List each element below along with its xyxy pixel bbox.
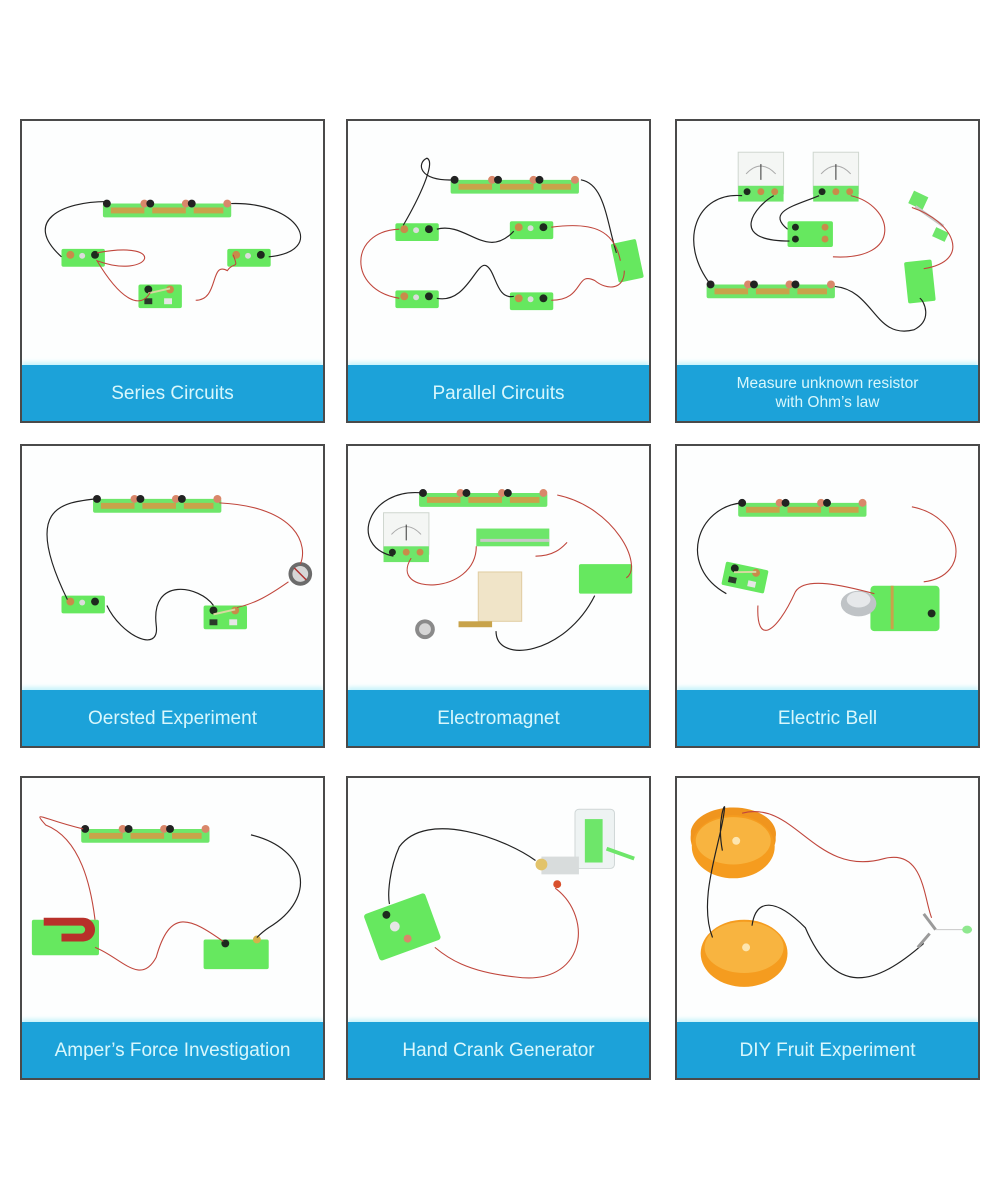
caption-bar: Series Circuits [22,365,323,421]
experiment-card-hand-crank-generator: Hand Crank Generator [346,776,651,1080]
experiment-title-line-1: Measure unknown resistor [736,375,919,392]
experiment-title: Electric Bell [777,707,878,729]
series-circuit-photo [22,121,323,367]
fruit-battery-photo [677,778,978,1024]
caption-bar: DIY Fruit Experiment [677,1022,978,1078]
orange-half-top [690,807,776,879]
caption-bar: Parallel Circuits [348,365,649,421]
experiment-title: Electromagnet [437,707,560,729]
caption-bar: Amper’s Force Investigation [22,1022,323,1078]
experiment-title: DIY Fruit Experiment [739,1039,916,1061]
experiment-card-electromagnet: Electromagnet [346,444,651,748]
experiment-title: Hand Crank Generator [402,1039,595,1061]
experiment-title: Series Circuits [111,382,234,404]
caption-bar: Electric Bell [677,690,978,746]
electric-bell-photo [677,446,978,692]
hand-crank-generator-photo [348,778,649,1024]
experiment-card-series-circuits: Series Circuits [20,119,325,423]
experiment-title-line-2: with Ohm’s law [775,394,880,411]
ampere-force-photo [22,778,323,1024]
experiment-card-parallel-circuits: Parallel Circuits [346,119,651,423]
experiment-card-ampere-force: Amper’s Force Investigation [20,776,325,1080]
caption-bar: Electromagnet [348,690,649,746]
oersted-experiment-photo [22,446,323,692]
parallel-circuit-photo [348,121,649,367]
experiment-card-fruit-experiment: DIY Fruit Experiment [675,776,980,1080]
experiment-title: Amper’s Force Investigation [54,1039,291,1061]
experiment-card-oersted: Oersted Experiment [20,444,325,748]
experiment-title: Oersted Experiment [88,707,257,729]
experiment-title: Parallel Circuits [432,382,565,404]
experiment-card-electric-bell: Electric Bell [675,444,980,748]
electromagnet-photo [348,446,649,692]
caption-bar: Oersted Experiment [22,690,323,746]
caption-bar: Hand Crank Generator [348,1022,649,1078]
orange-half-bottom [700,919,788,987]
ohms-law-circuit-photo [677,121,978,367]
caption-bar: Measure unknown resistor with Ohm’s law [677,365,978,421]
experiment-title: Measure unknown resistor with Ohm’s law [737,374,919,412]
experiment-card-ohms-law: Measure unknown resistor with Ohm’s law [675,119,980,423]
